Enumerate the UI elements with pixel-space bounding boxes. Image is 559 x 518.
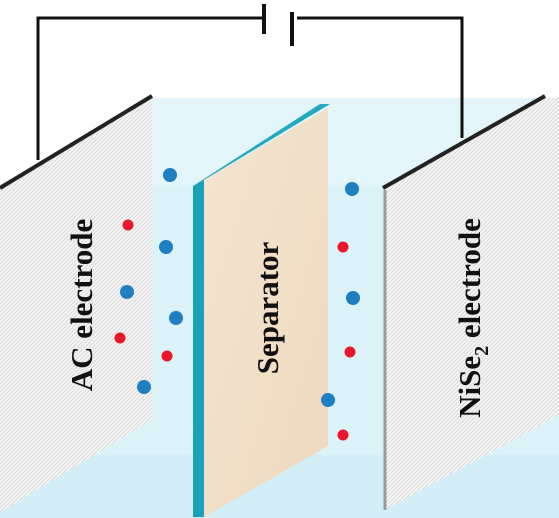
cation-blue: [137, 380, 151, 394]
anion-red: [122, 219, 134, 231]
nise2-electrode-plate: [385, 98, 559, 510]
ions: [114, 168, 360, 441]
anion-red: [337, 429, 349, 441]
left-wire: [36, 16, 262, 160]
right-wire: [297, 16, 464, 138]
capacitor-symbol-icon: [262, 4, 294, 46]
anion-red: [114, 332, 126, 344]
nise2-label-prefix: NiSe: [452, 356, 487, 418]
cation-blue: [159, 240, 173, 254]
separator-side-edge: [193, 180, 204, 517]
cation-blue: [346, 291, 360, 305]
anion-red: [337, 241, 349, 253]
cation-blue: [120, 285, 134, 299]
nise2-label-subscript: 2: [471, 346, 493, 356]
ac-electrode-label: AC electrode: [64, 219, 99, 391]
anion-red: [344, 346, 356, 358]
cation-blue: [345, 182, 359, 196]
ac-electrode-plate: [0, 98, 152, 512]
nise2-electrode-label: NiSe2 electrode: [452, 218, 493, 418]
cation-blue: [163, 168, 177, 182]
separator-top-edge: [193, 104, 330, 186]
separator-label: Separator: [250, 241, 285, 374]
anion-red: [161, 350, 173, 362]
nise2-electrode-edge: [382, 94, 546, 190]
ac-electrode-edge: [0, 94, 154, 190]
separator-face: [204, 108, 328, 517]
cation-blue: [321, 393, 335, 407]
cation-blue: [169, 311, 183, 325]
nise2-label-suffix: electrode: [452, 218, 487, 346]
external-circuit: [36, 16, 464, 160]
